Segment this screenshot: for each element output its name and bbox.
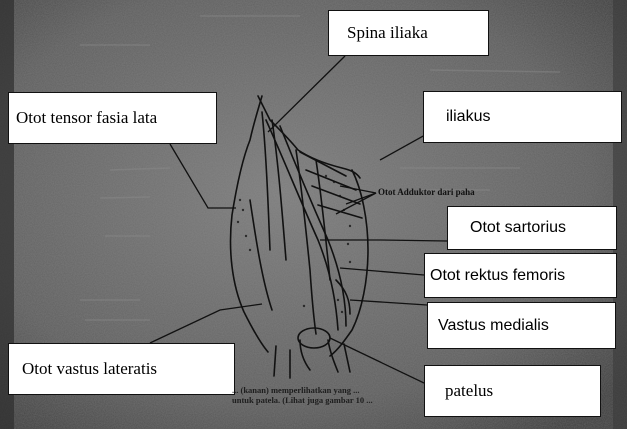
adduktor-label: Otot Adduktor dari paha	[378, 187, 475, 197]
rektus-femoris-label: Otot rektus femoris	[424, 253, 617, 298]
vastus-lateratis-label: Otot vastus lateratis	[8, 343, 235, 395]
iliakus-label: iliakus	[423, 91, 622, 143]
vastus-medialis-text: Vastus medialis	[438, 317, 549, 335]
spina-iliaka-text: Spina iliaka	[347, 23, 428, 43]
caption-line-1: ... (kanan) memperlihatkan yang ...	[232, 385, 373, 395]
tensor-fasia-lata-label: Otot tensor fasia lata	[8, 92, 217, 144]
iliakus-text: iliakus	[446, 108, 490, 126]
spina-iliaka-label: Spina iliaka	[328, 10, 489, 56]
tensor-fasia-lata-text: Otot tensor fasia lata	[16, 108, 157, 128]
vastus-lateratis-text: Otot vastus lateratis	[22, 359, 157, 379]
vastus-medialis-label: Vastus medialis	[427, 302, 616, 349]
caption-line-2: untuk patela. (Lihat juga gambar 10 ...	[232, 395, 373, 405]
sartorius-text: Otot sartorius	[470, 219, 566, 237]
rektus-femoris-text: Otot rektus femoris	[430, 267, 565, 285]
patelus-label: patelus	[424, 365, 601, 417]
figure-caption: ... (kanan) memperlihatkan yang ... untu…	[232, 385, 373, 405]
patelus-text: patelus	[445, 381, 493, 401]
sartorius-label: Otot sartorius	[447, 206, 617, 250]
